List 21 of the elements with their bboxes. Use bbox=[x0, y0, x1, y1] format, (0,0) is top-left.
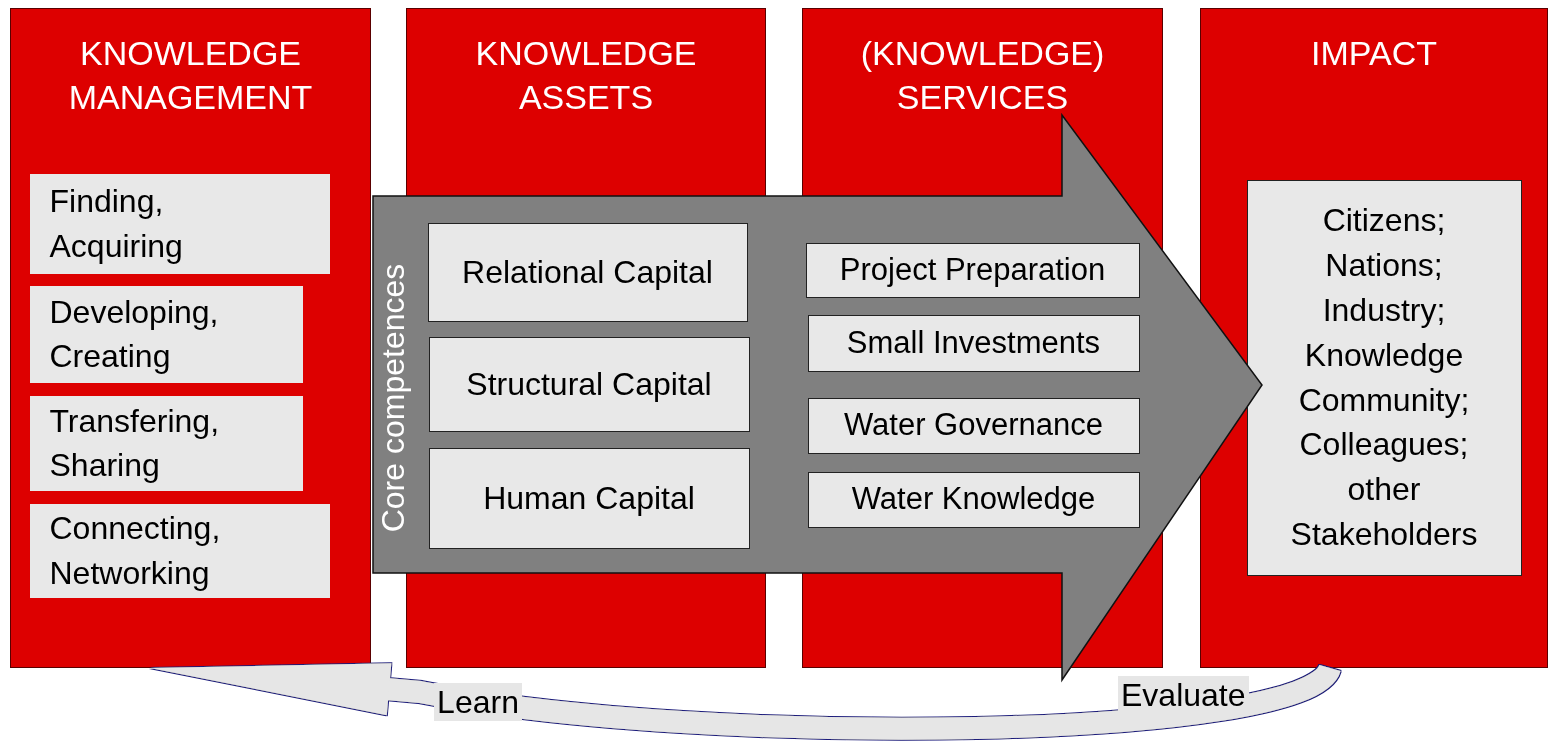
text-box: Human Capital bbox=[428, 447, 750, 549]
column-title: KNOWLEDGE MANAGEMENT bbox=[67, 33, 314, 119]
column-title: KNOWLEDGE ASSETS bbox=[474, 33, 698, 119]
text-box: Developing, Creating bbox=[29, 285, 303, 383]
text-box: Connecting, Networking bbox=[29, 503, 330, 598]
edge-label: Learn bbox=[434, 682, 522, 722]
text-box: Water Knowledge bbox=[807, 471, 1140, 528]
text-box: Relational Capital bbox=[427, 222, 748, 322]
text-box: Project Preparation bbox=[805, 242, 1140, 298]
column-title: IMPACT bbox=[1310, 33, 1438, 74]
text-box: Water Governance bbox=[807, 397, 1140, 454]
text-box: Structural Capital bbox=[428, 336, 750, 432]
column-title: (KNOWLEDGE) SERVICES bbox=[859, 33, 1106, 119]
text-box: Finding, Acquiring bbox=[29, 173, 330, 274]
block-arrow bbox=[373, 115, 1262, 680]
column-panel bbox=[10, 8, 371, 668]
text-box: Citizens; Nations; Industry; Knowledge Community; Colleagues; other Stakeholders bbox=[1246, 179, 1522, 576]
arrow-label: Core competences bbox=[375, 263, 412, 532]
text-box: Transfering, Sharing bbox=[29, 395, 303, 491]
text-box: Small Investments bbox=[807, 314, 1140, 372]
column-panel bbox=[1200, 8, 1548, 668]
